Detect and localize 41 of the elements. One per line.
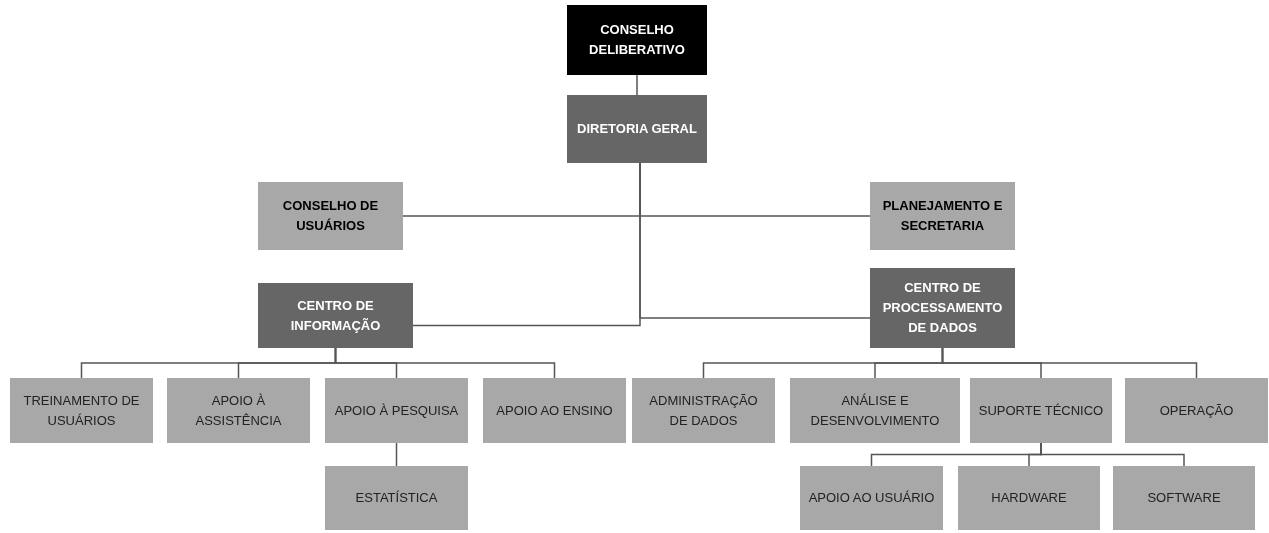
org-box (325, 466, 468, 530)
org-box (1125, 378, 1268, 443)
box-label: SUPORTE TÉCNICO (978, 401, 1104, 420)
org-box (258, 182, 403, 250)
box-label: OPERAÇÃO (1159, 401, 1234, 420)
box-label: ADMINISTRAÇÃO DE DADOS (648, 391, 759, 430)
org-box (325, 378, 468, 443)
org-box (483, 378, 626, 443)
box-label: PLANEJAMENTO E SECRETARIA (881, 197, 1004, 235)
connector-line (636, 74, 638, 96)
org-box (258, 283, 413, 348)
org-box (970, 378, 1112, 443)
org-box (167, 378, 310, 443)
box-label: SOFTWARE (1147, 489, 1221, 507)
box-label: HARDWARE (991, 489, 1067, 507)
org-box (958, 466, 1100, 530)
connector-line (395, 442, 398, 467)
org-box (800, 466, 943, 530)
connector-line (941, 347, 1198, 379)
box-label: TREINAMENTO DE USUÁRIOS (22, 391, 141, 430)
connector-line (334, 347, 556, 379)
box-label: APOIO À PESQUISA (334, 401, 459, 420)
box-label: APOIO AO USUÁRIO (808, 489, 935, 507)
connector-line (1040, 442, 1185, 467)
org-box (870, 268, 1015, 348)
box-label: ANÁLISE E DESENVOLVIMENTO (809, 391, 941, 430)
org-box (567, 95, 707, 163)
org-box (790, 378, 960, 443)
org-box (567, 5, 707, 75)
org-box (870, 182, 1015, 250)
box-label: CONSELHO DELIBERATIVO (588, 21, 686, 59)
box-label: APOIO À ASSISTÊNCIA (194, 391, 283, 430)
box-label: DIRETORIA GERAL (577, 120, 697, 138)
box-label: APOIO AO ENSINO (496, 401, 613, 420)
org-box (10, 378, 153, 443)
org-box (632, 378, 775, 443)
box-label: ESTATÍSTICA (355, 489, 438, 507)
box-label: CENTRO DE INFORMAÇÃO (289, 296, 382, 335)
box-label: CONSELHO DE USUÁRIOS (281, 197, 380, 235)
org-box (1113, 466, 1255, 530)
box-label: CENTRO DE PROCESSAMENTO DE DADOS (881, 279, 1004, 337)
